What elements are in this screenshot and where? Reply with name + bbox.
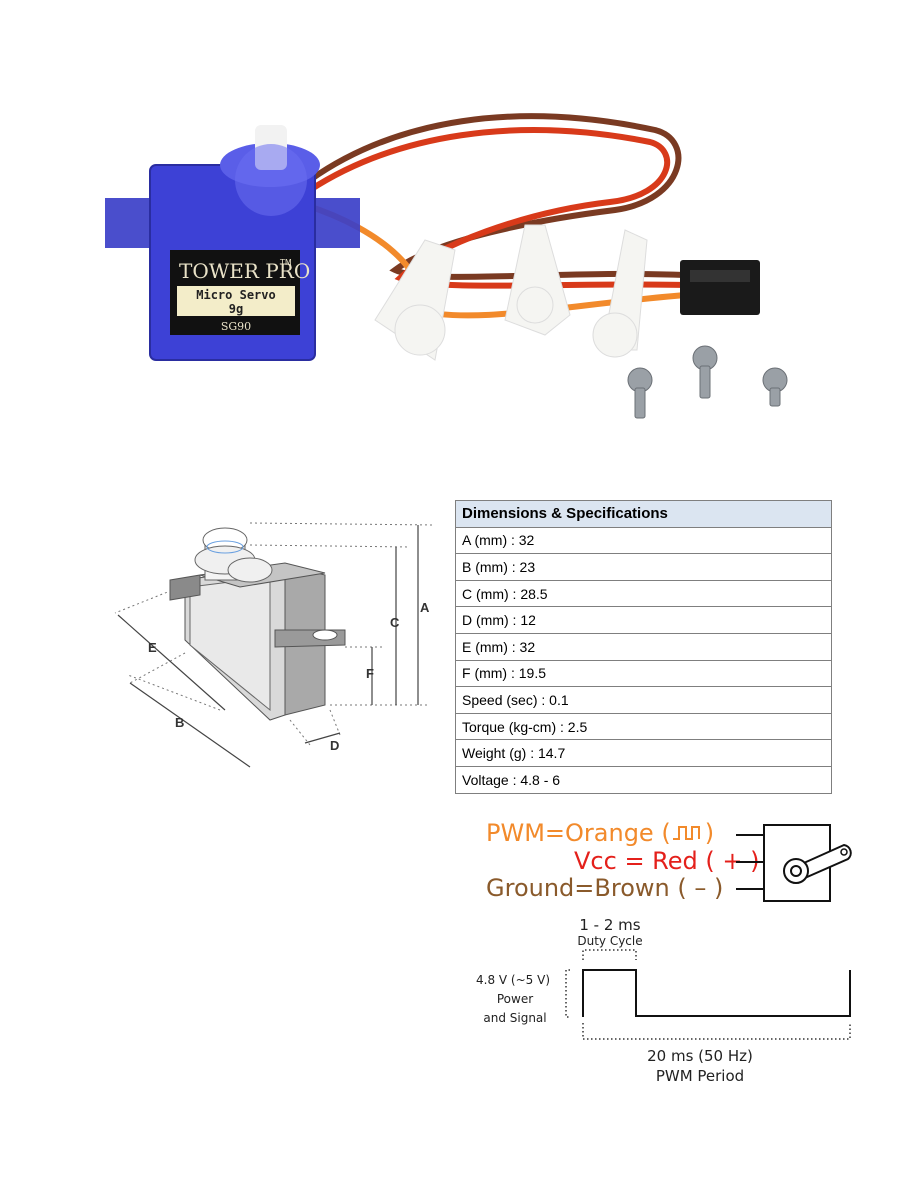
spec-row: F (mm) : 19.5 — [455, 659, 832, 688]
product-text: Micro Servo — [196, 288, 275, 302]
square-wave-icon — [672, 826, 700, 840]
voltage-label: 4.8 V (~5 V) — [476, 973, 550, 987]
screws — [627, 345, 788, 419]
pwm-waveform — [565, 949, 851, 1040]
dim-line-e — [117, 614, 226, 711]
spec-table-header: Dimensions & Specifications — [455, 500, 832, 528]
red-wire — [308, 127, 686, 289]
duty-range-label: 1 - 2 ms — [579, 916, 641, 934]
period-label: 20 ms (50 Hz) — [647, 1047, 753, 1065]
spec-row: Torque (kg-cm) : 2.5 — [455, 712, 832, 741]
pwm-signal-line — [582, 969, 851, 1017]
spec-row: D (mm) : 12 — [455, 606, 832, 634]
servo-outline-icon — [736, 824, 852, 902]
spec-row: A (mm) : 32 — [455, 526, 832, 555]
pinout-diagram: PWM=Orange () Vcc = Red ( + ) Ground=Bro… — [486, 815, 856, 915]
spec-row: B (mm) : 23 — [455, 553, 832, 581]
svg-text:TM: TM — [279, 258, 292, 267]
period-bracket — [582, 1023, 851, 1040]
pin-pwm-label: PWM=Orange () — [486, 819, 715, 847]
pin-ground-label: Ground=Brown ( – ) — [486, 874, 724, 902]
dim-label-a: A — [420, 600, 430, 615]
spec-row: Voltage : 4.8 - 6 — [455, 765, 832, 794]
brown-wire — [308, 113, 686, 280]
svg-text:9g: 9g — [229, 302, 243, 316]
dim-label-d: D — [330, 738, 339, 753]
duty-bracket — [582, 949, 637, 960]
spec-row: C (mm) : 28.5 — [455, 579, 832, 608]
spec-table: Dimensions & Specifications A (mm) : 32 … — [455, 500, 832, 794]
dim-label-f: F — [366, 666, 374, 681]
pin-vcc-label: Vcc = Red ( + ) — [574, 847, 760, 875]
dim-label-e: E — [148, 640, 157, 655]
brand-text: TOWER PRO — [179, 259, 310, 283]
spec-row: E (mm) : 32 — [455, 632, 832, 661]
pwm-timing-diagram: 1 - 2 ms Duty Cycle 4.8 V (~5 V) Power a… — [460, 915, 860, 1095]
spec-row: Speed (sec) : 0.1 — [455, 686, 832, 714]
duty-cycle-label: Duty Cycle — [577, 934, 643, 948]
servo-product-photo: TOWER PRO TM Micro Servo 9g SG90 — [105, 113, 788, 419]
model-text: SG90 — [221, 320, 251, 333]
pwm-period-label: PWM Period — [655, 1067, 745, 1085]
voltage-bracket — [565, 969, 570, 1018]
dim-label-c: C — [390, 615, 400, 630]
connector — [680, 260, 760, 315]
dim-label-b: B — [175, 715, 184, 730]
spec-row: Weight (g) : 14.7 — [455, 739, 832, 767]
dim-line-b — [129, 682, 251, 768]
dim-line-d — [304, 732, 341, 744]
dimension-drawing: A C F E B D — [114, 522, 436, 768]
